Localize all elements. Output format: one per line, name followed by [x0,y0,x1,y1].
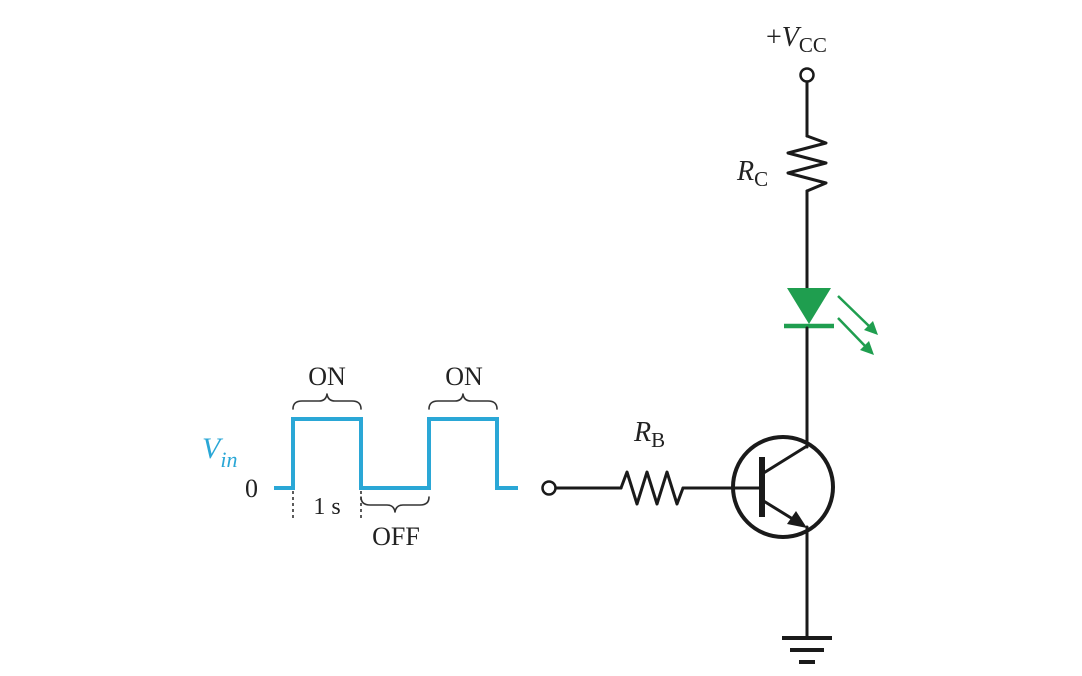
rb-sub: B [651,428,665,452]
vin-label: Vin [202,432,237,472]
on-label-1: ON [308,362,346,391]
on-brace-2 [428,393,498,410]
emitter-arrowhead [787,511,807,528]
light-arrow-2 [837,317,867,348]
vcc-plus: + [766,22,782,53]
light-arrowhead-1 [864,321,878,335]
transistor-emitter-lead [760,498,798,523]
light-arrowhead-2 [860,341,874,355]
resistor-rb [619,470,685,506]
on-brace-1 [292,393,362,410]
transistor-collector-lead [760,444,809,476]
rc-main: R [736,156,754,187]
ground-symbol [782,636,832,664]
vcc-terminal [799,67,815,83]
vin-sub: in [220,447,237,472]
on-label-2: ON [445,362,483,391]
led-light-arrows [837,295,878,355]
led-triangle [787,288,831,324]
vcc-sub: CC [799,33,827,57]
off-brace [360,496,430,513]
vcc-main: V [782,22,802,53]
off-label: OFF [372,522,420,551]
resistor-rc [786,134,828,193]
square-wave-signal [274,417,518,490]
rb-main: R [633,417,651,448]
rc-sub: C [754,167,768,191]
period-label: 1 s [313,494,340,520]
input-terminal [541,480,557,496]
zero-level-label: 0 [245,474,258,503]
vcc-label: +VCC [766,22,827,57]
rb-label: RB [633,417,665,452]
vin-main: V [202,432,224,465]
light-arrow-1 [837,295,871,328]
rc-label: RC [736,156,768,191]
